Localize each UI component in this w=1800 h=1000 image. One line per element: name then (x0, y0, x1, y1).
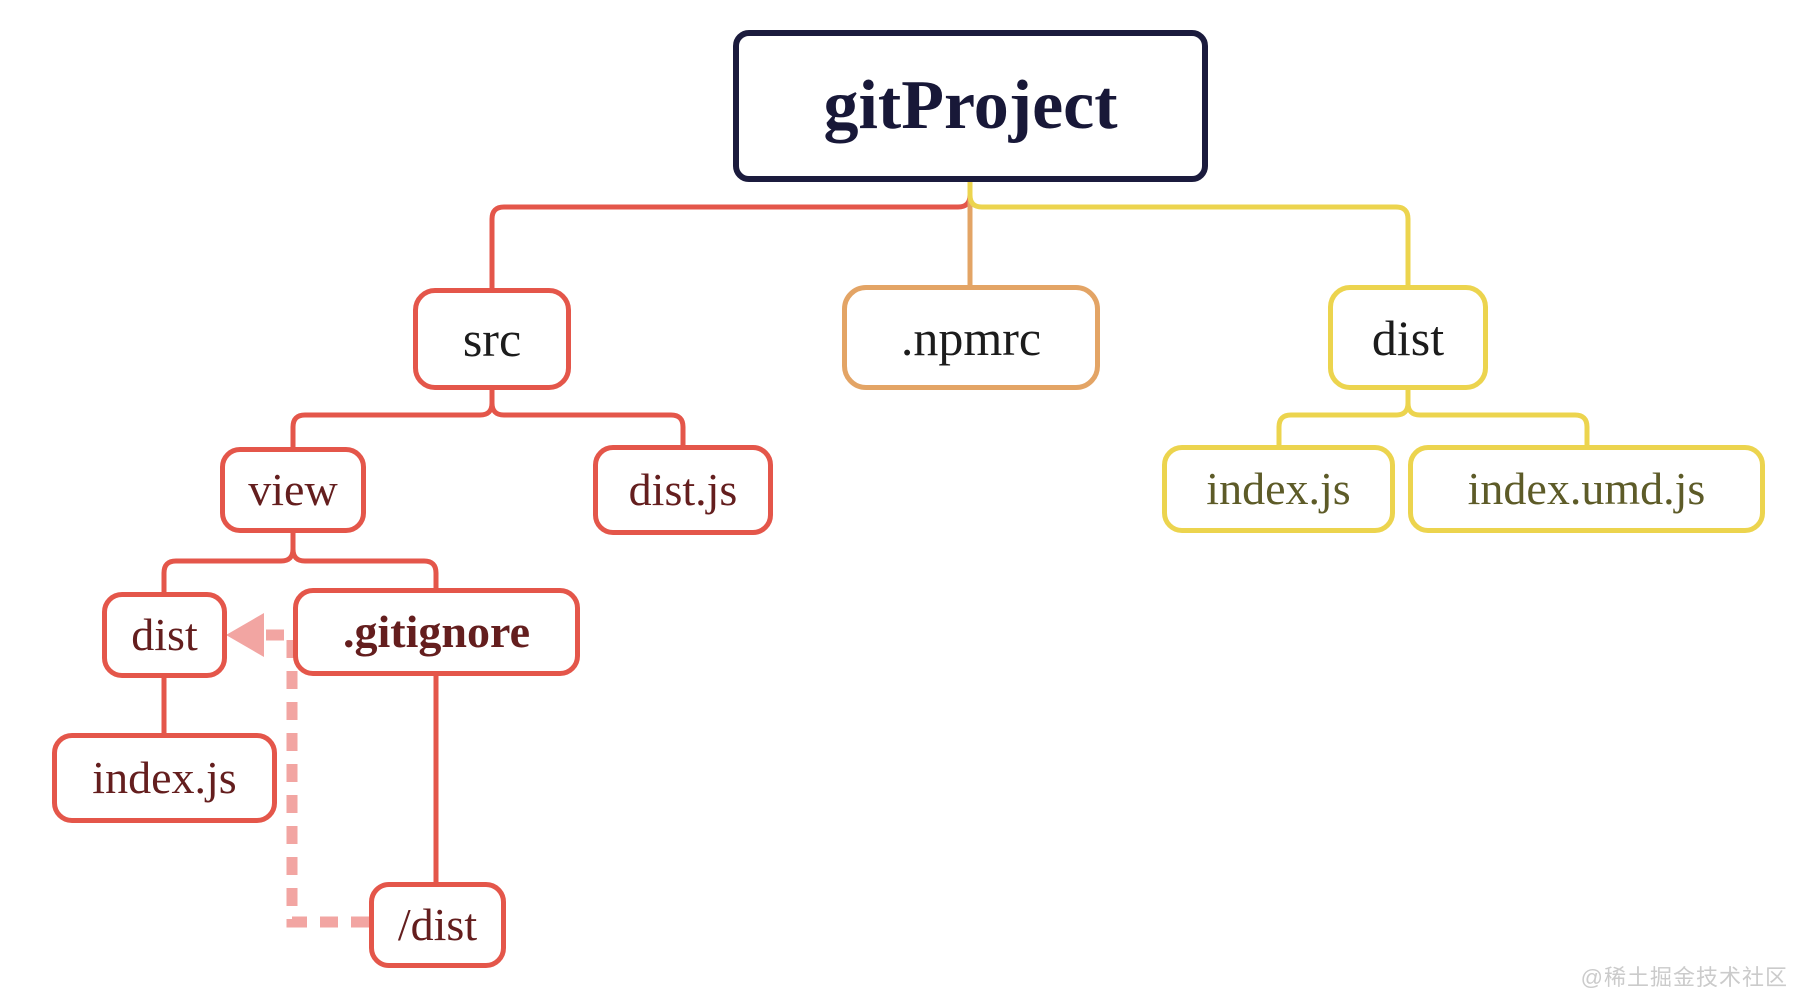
edge-view-to-gitignore (290, 533, 439, 588)
node-label-index_js_src: index.js (92, 752, 237, 803)
watermark: @稀土掘金技术社区 (1580, 965, 1788, 990)
node-dist_js: dist.js (593, 445, 773, 535)
reference-arrow-dashed-line (263, 629, 369, 928)
reference-arrow-head (226, 613, 264, 657)
node-label-root: gitProject (823, 67, 1118, 144)
node-index_js_src: index.js (52, 733, 277, 823)
node-label-view: view (248, 464, 338, 515)
node-label-index_js_build: index.js (1206, 463, 1351, 514)
node-src: src (413, 288, 571, 390)
edge-dist_build-to-index_umd_js (1405, 390, 1590, 445)
edge-root-to-dist_build (967, 181, 1411, 285)
node-gitignore: .gitignore (293, 588, 580, 676)
node-label-dist_folder: dist (131, 609, 198, 660)
node-label-dist_js: dist.js (628, 464, 738, 515)
node-dist_rule: /dist (369, 882, 506, 968)
node-dist_build: dist (1328, 285, 1488, 390)
node-view: view (220, 447, 366, 533)
node-root: gitProject (733, 30, 1208, 182)
node-label-dist_build: dist (1371, 309, 1445, 366)
node-label-npmrc: .npmrc (900, 309, 1042, 366)
node-label-src: src (462, 311, 522, 367)
node-index_js_build: index.js (1162, 445, 1395, 533)
node-dist_folder: dist (102, 592, 227, 678)
node-label-dist_rule: /dist (397, 899, 478, 950)
node-npmrc: .npmrc (842, 285, 1100, 390)
edge-src-to-dist_js (489, 390, 686, 445)
node-index_umd_js: index.umd.js (1408, 445, 1765, 533)
node-label-index_umd_js: index.umd.js (1467, 463, 1706, 514)
node-label-gitignore: .gitignore (343, 606, 530, 657)
